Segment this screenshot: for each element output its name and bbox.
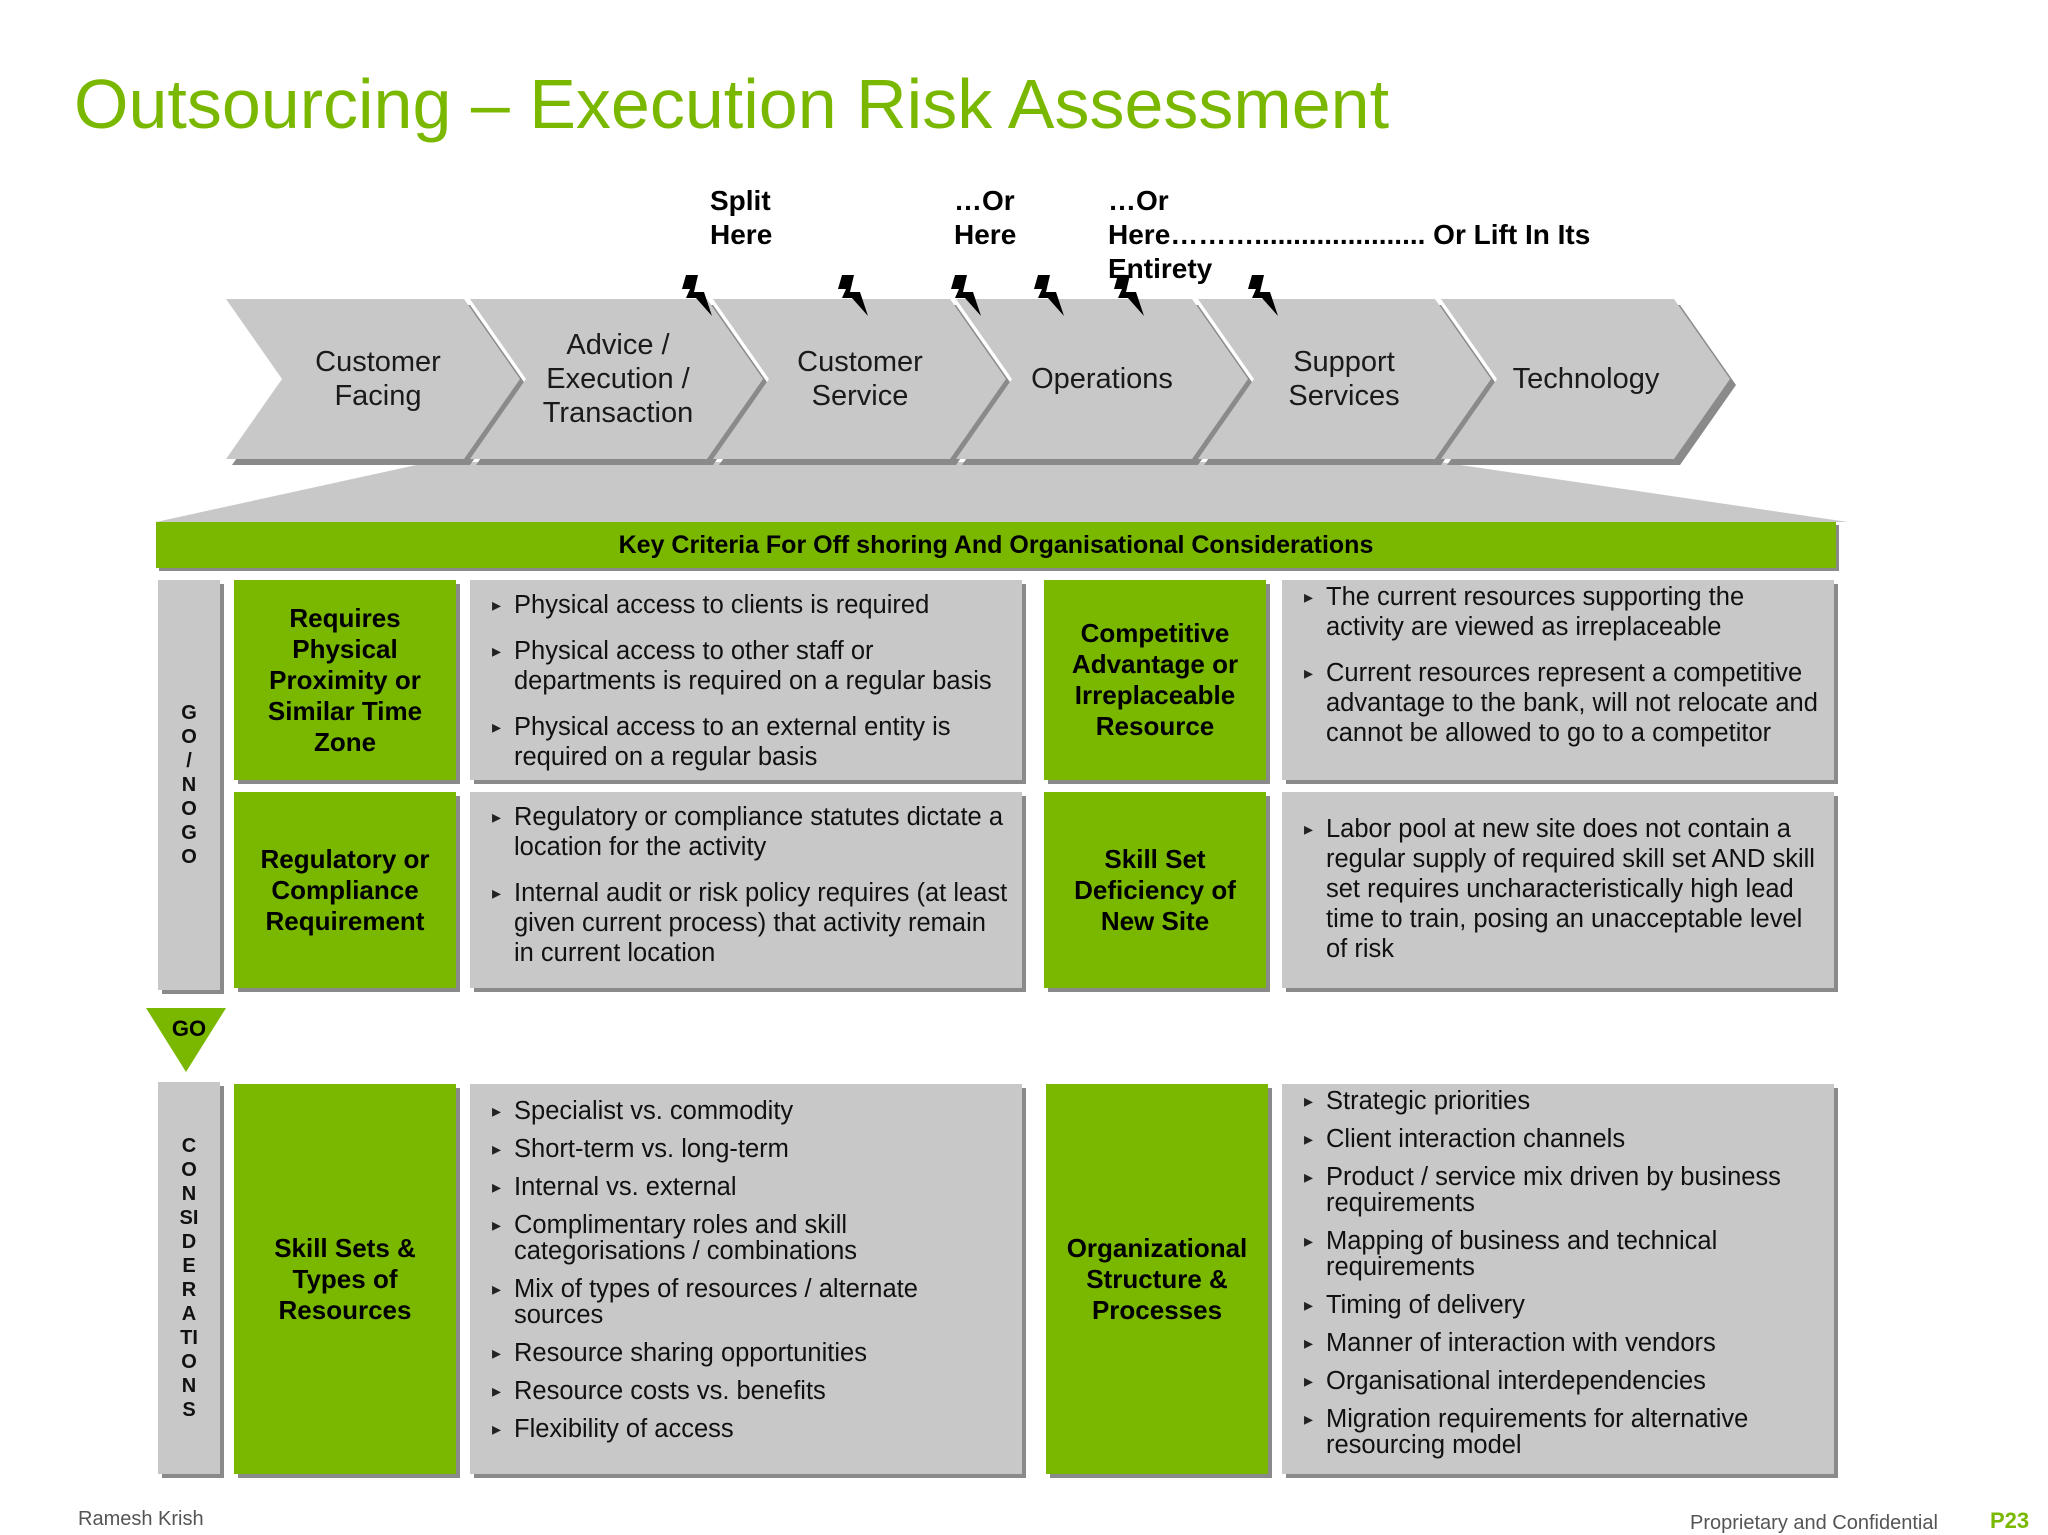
lightning-bolt-icon bbox=[682, 275, 712, 316]
split-here-label: Split Here bbox=[710, 185, 773, 250]
lightning-bolt-icon bbox=[1248, 275, 1278, 316]
bullet-item: Strategic priorities bbox=[1304, 1088, 1820, 1114]
bullet-item: Internal audit or risk policy requires (… bbox=[492, 878, 1008, 968]
chevron-customer-service bbox=[713, 299, 1012, 465]
page-number: P23 bbox=[1990, 1508, 2030, 1533]
bullet-item: Specialist vs. commodity bbox=[492, 1098, 1008, 1124]
lightning-bolt-icons bbox=[682, 275, 1278, 316]
bullet-item: Physical access to other staff or depart… bbox=[492, 636, 1008, 696]
go-label: GO bbox=[171, 1016, 207, 1041]
bullet-item: Internal vs. external bbox=[492, 1174, 1008, 1200]
footer-confidentiality: Proprietary and Confidential bbox=[1690, 1512, 1938, 1534]
lightning-bolt-icon bbox=[1114, 275, 1144, 316]
key-criteria-bar: Key Criteria For Off shoring And Organis… bbox=[156, 522, 1836, 568]
organizational-structure-details: Strategic priorities Client interaction … bbox=[1282, 1084, 1834, 1474]
chevron-technology bbox=[1441, 299, 1736, 465]
bullet-item: Flexibility of access bbox=[492, 1416, 1008, 1442]
considerations-label: CONSIDERATIONS bbox=[179, 1135, 199, 1421]
or-here-lift-label: …Or Here………...................... Or Lif… bbox=[1108, 185, 1591, 284]
bullet-item: Timing of delivery bbox=[1304, 1292, 1820, 1318]
chevron-customer-facing bbox=[226, 299, 526, 465]
stage-customer-service: Customer Service bbox=[797, 346, 923, 412]
regulatory-compliance-details: Regulatory or compliance statutes dictat… bbox=[470, 792, 1022, 988]
lightning-bolt-icon bbox=[951, 275, 981, 316]
bullet-item: Physical access to clients is required bbox=[492, 590, 1008, 620]
chevron-advice-execution bbox=[470, 299, 769, 465]
stage-operations: Operations bbox=[1031, 363, 1173, 395]
chevron-operations bbox=[956, 299, 1254, 465]
bullet-item: Current resources represent a competitiv… bbox=[1304, 658, 1820, 748]
skill-set-deficiency-details: Labor pool at new site does not contain … bbox=[1282, 792, 1834, 988]
go-no-go-bar: GO / NO GO bbox=[158, 580, 220, 990]
bullet-item: Mix of types of resources / alternate so… bbox=[492, 1276, 1008, 1328]
go-triangle bbox=[146, 1008, 226, 1072]
stage-support-services: Support Services bbox=[1288, 346, 1400, 412]
page-title: Outsourcing – Execution Risk Assessment bbox=[74, 65, 1390, 143]
stage-customer-facing: Customer Facing bbox=[315, 346, 441, 412]
lightning-bolt-icon bbox=[1034, 275, 1064, 316]
go-no-go-label: GO / NO GO bbox=[181, 702, 197, 868]
consideration-skill-sets: Skill Sets & Types of Resources bbox=[234, 1084, 456, 1474]
bullet-item: The current resources supporting the act… bbox=[1304, 582, 1820, 642]
criteria-regulatory-compliance: Regulatory or Compliance Requirement bbox=[234, 792, 456, 988]
criteria-competitive-advantage: Competitive Advantage or Irreplaceable R… bbox=[1044, 580, 1266, 780]
considerations-bar: CONSIDERATIONS bbox=[158, 1082, 220, 1474]
bullet-item: Physical access to an external entity is… bbox=[492, 712, 1008, 772]
bullet-item: Migration requirements for alternative r… bbox=[1304, 1406, 1820, 1458]
bullet-item: Organisational interdependencies bbox=[1304, 1368, 1820, 1394]
bullet-item: Product / service mix driven by business… bbox=[1304, 1164, 1820, 1216]
bullet-item: Regulatory or compliance statutes dictat… bbox=[492, 802, 1008, 862]
stage-advice-execution-transaction: Advice / Execution / Transaction bbox=[542, 329, 694, 429]
criteria-skill-set-deficiency: Skill Set Deficiency of New Site bbox=[1044, 792, 1266, 988]
bullet-item: Complimentary roles and skill categorisa… bbox=[492, 1212, 1008, 1264]
consideration-organizational-structure: Organizational Structure & Processes bbox=[1046, 1084, 1268, 1474]
competitive-advantage-details: The current resources supporting the act… bbox=[1282, 580, 1834, 780]
footer-author: Ramesh Krish bbox=[78, 1508, 204, 1530]
skill-sets-details: Specialist vs. commodity Short-term vs. … bbox=[470, 1084, 1022, 1474]
bullet-item: Resource sharing opportunities bbox=[492, 1340, 1008, 1366]
bullet-item: Client interaction channels bbox=[1304, 1126, 1820, 1152]
bullet-item: Short-term vs. long-term bbox=[492, 1136, 1008, 1162]
lightning-bolt-icon bbox=[838, 275, 868, 316]
bullet-item: Resource costs vs. benefits bbox=[492, 1378, 1008, 1404]
stage-technology: Technology bbox=[1512, 363, 1660, 395]
bullet-item: Mapping of business and technical requir… bbox=[1304, 1228, 1820, 1280]
funnel-shape bbox=[156, 462, 1848, 522]
criteria-physical-proximity: Requires Physical Proximity or Similar T… bbox=[234, 580, 456, 780]
bullet-item: Manner of interaction with vendors bbox=[1304, 1330, 1820, 1356]
physical-proximity-details: Physical access to clients is required P… bbox=[470, 580, 1022, 780]
chevron-support-services bbox=[1198, 299, 1497, 465]
bullet-item: Labor pool at new site does not contain … bbox=[1304, 814, 1820, 964]
or-here-label: …Or Here bbox=[954, 185, 1017, 250]
